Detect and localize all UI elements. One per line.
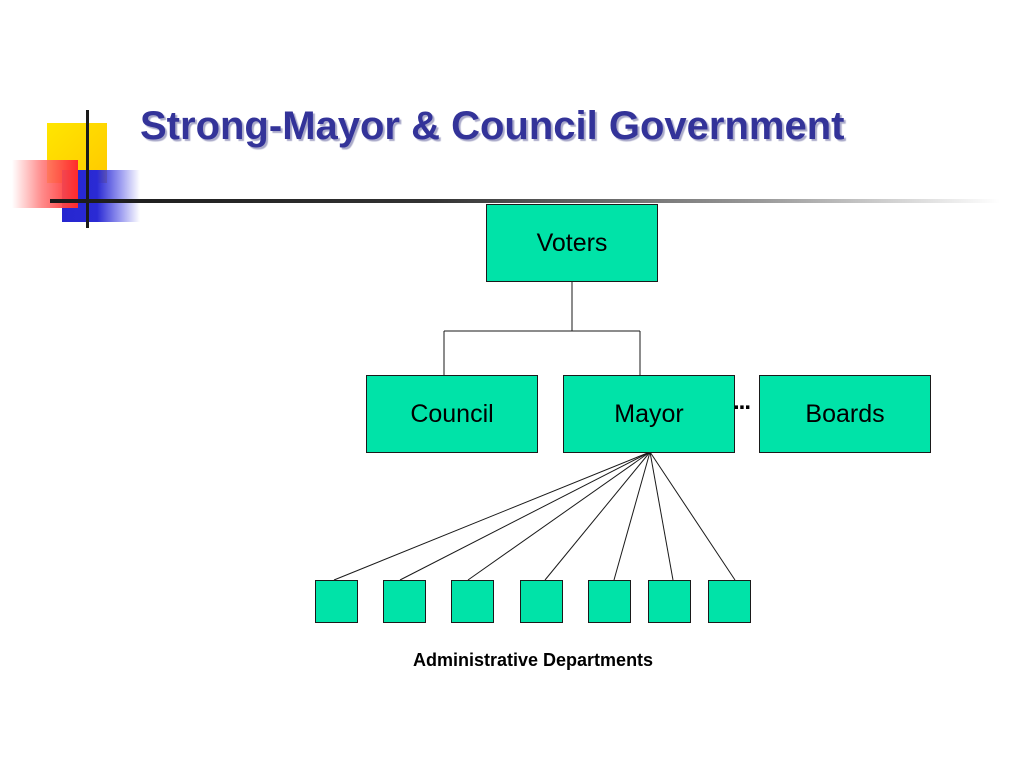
dept-box-2 [383,580,426,623]
node-boards: Boards [759,375,931,453]
edge-mayor-dept-7 [649,451,736,581]
edge-mayor-dept-2 [399,451,651,581]
dept-box-5 [588,580,631,623]
dept-box-6 [648,580,691,623]
deco-horizontal-rule [50,199,1000,203]
dept-box-1 [315,580,358,623]
node-mayor: Mayor [563,375,735,453]
edge-mayor-dept-5 [613,451,651,581]
dept-box-3 [451,580,494,623]
dept-box-7 [708,580,751,623]
deco-vertical-rule [86,110,89,228]
edge-mayor-dept-4 [544,451,651,581]
node-council: Council [366,375,538,453]
node-voters: Voters [486,204,658,282]
edge-mayor-dept-6 [649,451,674,581]
mayor-boards-ellipsis: ... [733,388,751,415]
edge-mayor-dept-1 [333,451,651,581]
edge-mayor-dept-3 [467,451,651,581]
departments-caption: Administrative Departments [413,650,654,670]
dept-box-4 [520,580,563,623]
slide-title: Strong-Mayor & Council Government [140,104,845,148]
